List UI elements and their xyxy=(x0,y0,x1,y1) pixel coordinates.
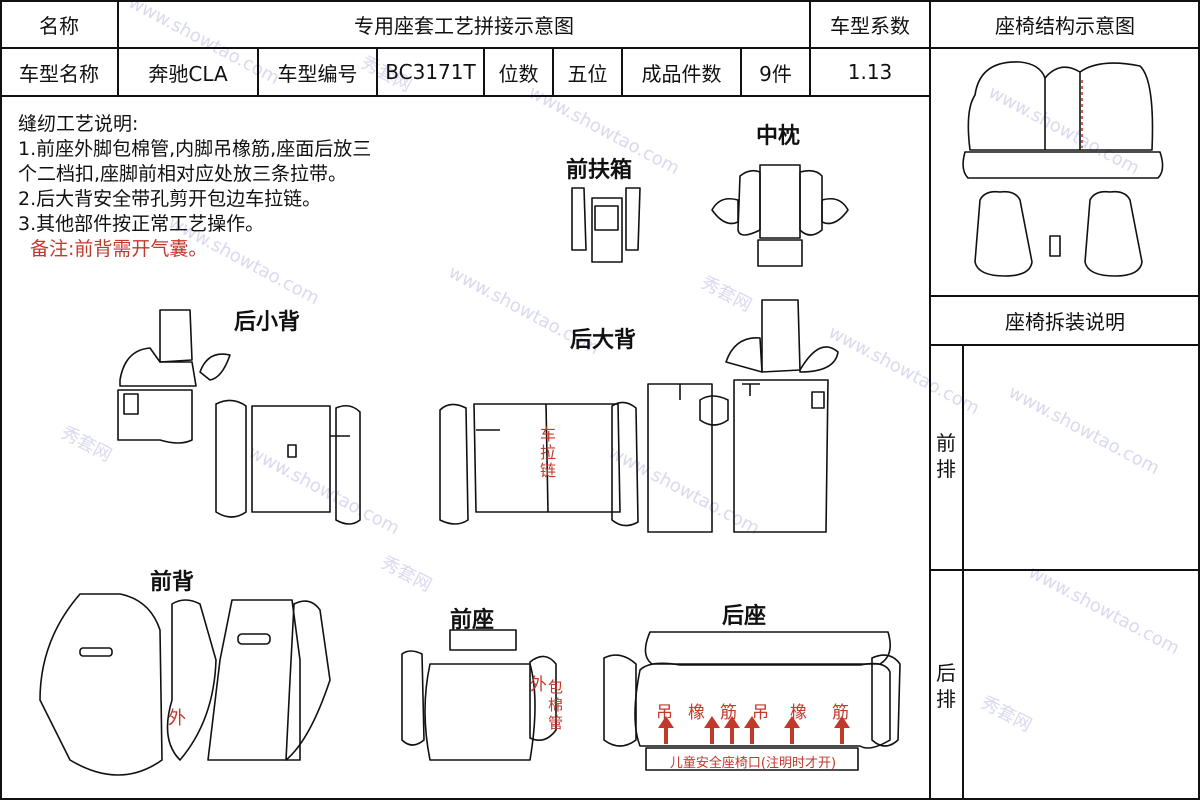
annotation-outer-front-seat: 外 xyxy=(530,675,547,695)
annotation-hang: 吊 xyxy=(656,703,673,723)
label-front-armrest: 前扶箱 xyxy=(566,158,633,183)
notes-line1a: 1.前座外脚包棉管,内脚吊橡筋,座面后放三 xyxy=(18,138,372,160)
pieces-label: 成品件数 xyxy=(641,61,722,86)
annotation-outer: 外 xyxy=(168,708,186,729)
annotation-cotton-tube: 包棉管 xyxy=(548,678,564,732)
label-rear-small-back: 后小背 xyxy=(234,310,301,335)
diagram-title: 座椅结构示意图 xyxy=(995,13,1135,38)
seat-structure-diagram xyxy=(962,61,1164,277)
name-label: 名称 xyxy=(39,13,79,38)
label-rear-big-back: 后大背 xyxy=(570,328,637,353)
disassembly-title: 座椅拆装说明 xyxy=(1005,310,1125,334)
annotation-child-seat: 儿童安全座椅口(注明时才开) xyxy=(669,756,837,771)
label-middle-pillow: 中枕 xyxy=(756,124,801,149)
annotation-band-2: 筋 xyxy=(832,703,849,723)
notes-heading: 缝纫工艺说明: xyxy=(18,113,139,135)
front-row-label: 前排 xyxy=(936,431,956,481)
label-front-back: 前背 xyxy=(150,570,195,595)
coef-value: 1.13 xyxy=(847,60,893,84)
model-name: 奔驰CLA xyxy=(148,61,228,86)
pieces-value: 9件 xyxy=(759,61,792,86)
rear-row-label: 后排 xyxy=(936,661,956,711)
seats-value: 五位 xyxy=(567,61,608,86)
notes-remark: 备注:前背需开气囊。 xyxy=(30,238,208,260)
sewing-notes: 缝纫工艺说明: 1.前座外脚包棉管,内脚吊橡筋,座面后放三 个二档扣,座脚前相对… xyxy=(18,112,371,262)
model-code: BC3171T xyxy=(385,60,476,84)
label-front-seat: 前座 xyxy=(450,608,495,633)
notes-line1b: 个二档扣,座脚前相对应处放三条拉带。 xyxy=(18,163,348,185)
notes-line2: 2.后大背安全带孔剪开包边车拉链。 xyxy=(18,188,322,210)
annotation-rubber: 橡 xyxy=(688,703,705,723)
annotation-hang-2: 吊 xyxy=(752,703,769,723)
seats-label: 位数 xyxy=(498,61,539,86)
model-code-label: 车型编号 xyxy=(277,61,358,86)
coef-label: 车型系数 xyxy=(830,13,910,38)
model-name-label: 车型名称 xyxy=(19,61,99,86)
label-rear-seat: 后座 xyxy=(722,604,767,629)
notes-line3: 3.其他部件按正常工艺操作。 xyxy=(18,213,265,235)
annotation-rubber-2: 橡 xyxy=(790,703,807,723)
annotation-zipper: 车拉链 xyxy=(540,425,557,480)
page-title: 专用座套工艺拼接示意图 xyxy=(354,13,574,38)
